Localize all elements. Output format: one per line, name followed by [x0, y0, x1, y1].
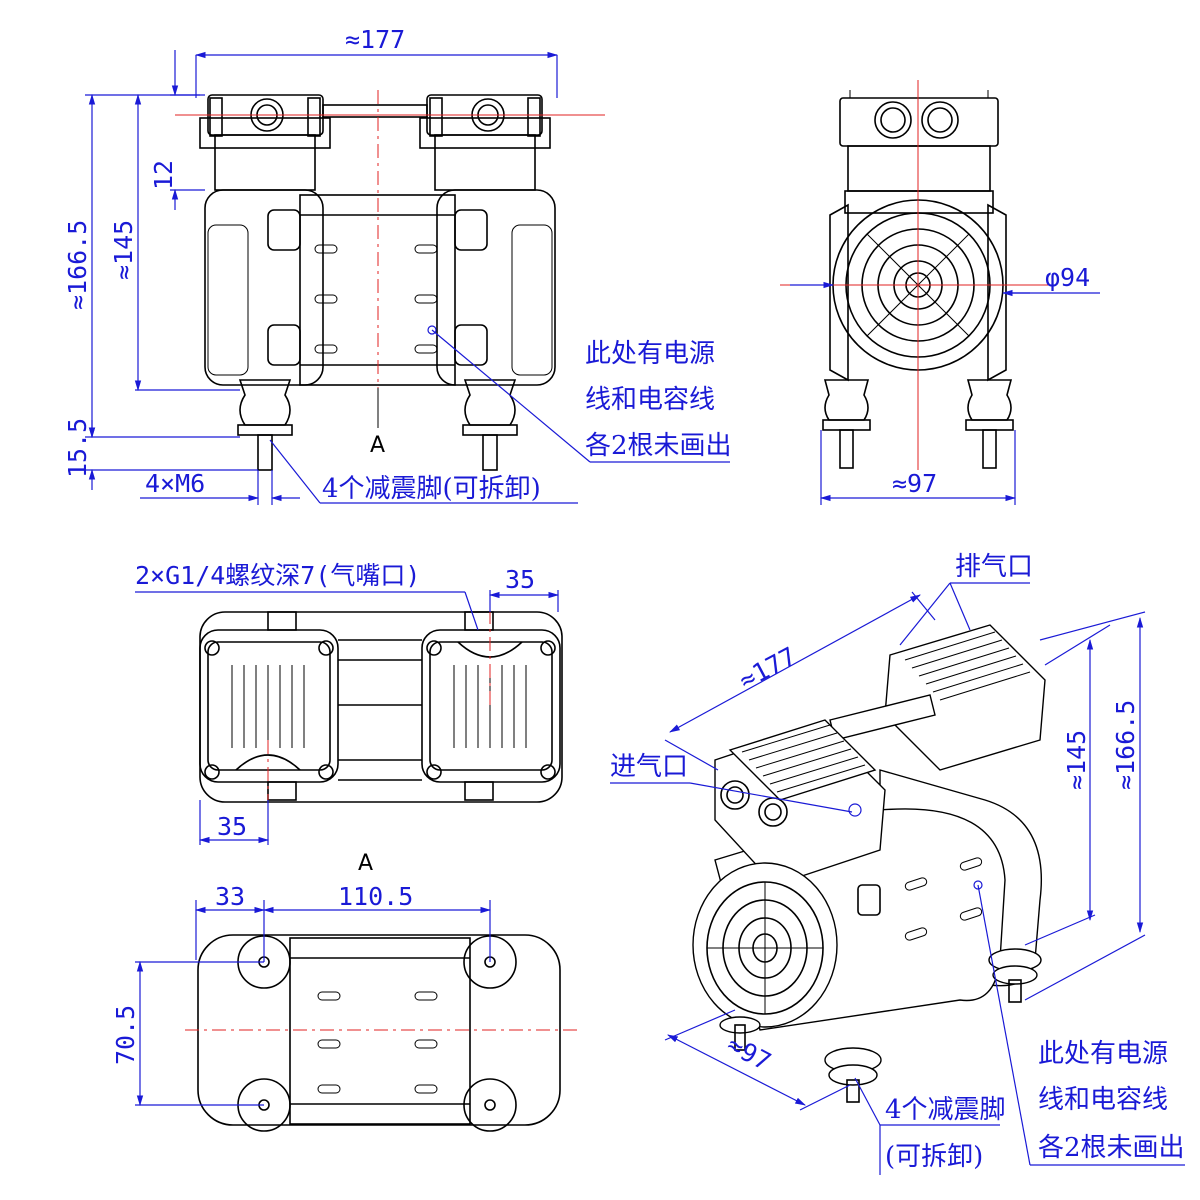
bottom-view: A 33 [111, 851, 580, 1132]
iso-depth-dim: ≈97 [722, 1030, 775, 1077]
front-width-dim: ≈177 [345, 25, 405, 54]
top-right-head [421, 629, 561, 783]
side-dimensions: φ94 ≈97 [790, 263, 1100, 505]
front-head-bolts [209, 97, 541, 137]
iso-wire-note-line1: 此处有电源 [1038, 1039, 1168, 1069]
bottom-dim-70: 70.5 [111, 1005, 140, 1065]
front-connecting-tube [322, 104, 428, 118]
side-port-left [874, 101, 912, 139]
iso-callouts: 4个减震脚 (可拆卸) 此处有电源 线和电容线 各2根未画出 [854, 884, 1185, 1175]
bottom-dim-110: 110.5 [338, 882, 413, 911]
iso-view: 排气口 进气口 ≈177 ≈145 ≈166.5 ≈97 4 [610, 552, 1185, 1175]
iso-dim-145: ≈145 [1062, 730, 1091, 790]
bottom-section-label: A [358, 851, 373, 876]
side-damping-feet [822, 379, 1014, 469]
front-damping-feet [237, 379, 518, 471]
bottom-dimensions: 33 110.5 70.5 [111, 882, 492, 1107]
top-dim-35-upper: 35 [505, 565, 535, 594]
iso-wire-note-line2: 线和电容线 [1038, 1085, 1168, 1115]
iso-dim-166: ≈166.5 [1111, 700, 1140, 790]
iso-motor-slots [904, 857, 983, 941]
top-port-note: 2×G1/4螺纹深7(气嘴口) [135, 561, 420, 590]
top-dim-35-lower: 35 [217, 812, 247, 841]
front-callouts: 4个减震脚(可拆卸) 此处有电源 线和电容线 各2根未画出 [269, 329, 732, 504]
top-left-head [199, 629, 339, 783]
front-view: A ≈177 12 ≈145 ≈166.5 15.5 [63, 25, 732, 505]
front-wire-note-line3: 各2根未画出 [585, 431, 732, 461]
side-port-right [921, 101, 959, 139]
side-width-dim: ≈97 [892, 469, 937, 498]
front-wire-note-line2: 线和电容线 [585, 385, 715, 415]
front-dimensions: ≈177 12 ≈145 ≈166.5 15.5 4×M6 [63, 25, 559, 505]
top-view: 2×G1/4螺纹深7(气嘴口) 35 35 [135, 561, 563, 845]
iso-capacitor-clip [857, 884, 881, 916]
side-diameter-dim: φ94 [1045, 263, 1090, 292]
front-dim-15: 15.5 [63, 418, 92, 478]
front-feet-note: 4个减震脚(可拆卸) [322, 474, 541, 504]
iso-exhaust-label: 排气口 [955, 552, 1033, 582]
top-dimensions: 2×G1/4螺纹深7(气嘴口) 35 35 [135, 561, 560, 845]
front-dim-12: 12 [149, 160, 178, 190]
iso-feet-note-line1: 4个减震脚 [885, 1095, 1006, 1125]
iso-rear-head [884, 624, 1046, 771]
side-view: φ94 ≈97 [780, 80, 1100, 505]
bottom-feet [237, 935, 517, 1132]
iso-damping-feet [719, 948, 1042, 1103]
front-dim-166: ≈166.5 [63, 220, 92, 310]
front-thread-dim: 4×M6 [145, 469, 205, 498]
bottom-dim-33: 33 [215, 882, 245, 911]
bottom-center-frame [289, 937, 471, 1125]
side-head-top [839, 97, 999, 147]
front-left-head [199, 94, 331, 386]
iso-wire-note-line3: 各2根未画出 [1038, 1133, 1185, 1163]
iso-feet-note-line2: (可拆卸) [885, 1142, 983, 1172]
front-wire-note-line1: 此处有电源 [585, 339, 715, 369]
iso-intake-label: 进气口 [610, 752, 688, 782]
bottom-slots [317, 991, 438, 1094]
iso-width-dim: ≈177 [734, 641, 801, 695]
top-center-frame [267, 611, 494, 801]
front-section-label: A [370, 433, 385, 458]
front-dim-145: ≈145 [109, 220, 138, 280]
side-head-body [847, 145, 991, 192]
iso-intake-port-1 [720, 780, 750, 810]
